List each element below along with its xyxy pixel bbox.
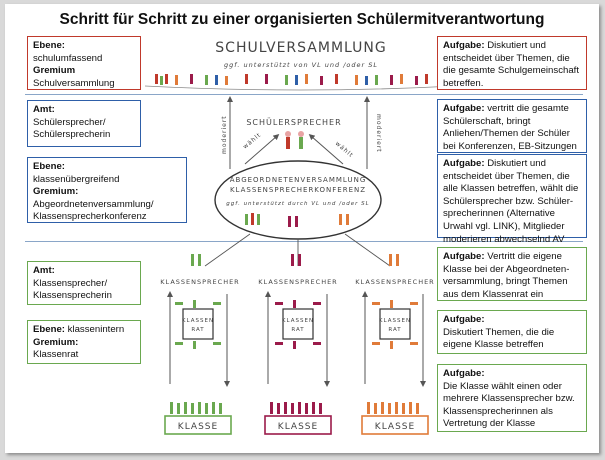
page-title: Schritt für Schritt zu einer organisiert… bbox=[59, 11, 545, 28]
task-box-schulversammlung: Aufgabe: Diskutiert und entscheidet über… bbox=[437, 36, 587, 90]
klassenrat-label: RAT bbox=[291, 327, 304, 333]
diagram-canvas: Schritt für Schritt zu einer organisiert… bbox=[5, 4, 599, 453]
task-box-klassensprecher: Aufgabe: Vertritt die eigene Klasse bei … bbox=[437, 247, 587, 301]
abgeordnete-note: ggf. unterstützt durch VL und /oder SL bbox=[226, 201, 370, 207]
arrow-waehlt bbox=[308, 134, 344, 165]
task-box-schuelersprecher: Aufgabe: vertritt die gesamte Schülersch… bbox=[437, 99, 587, 164]
level-separator bbox=[25, 94, 583, 95]
class-column-magenta: KLASSENSPRECHER KLASSEN RAT KLASSE bbox=[258, 254, 337, 435]
abgeordnete-figures bbox=[245, 213, 349, 227]
schuelersprecher-figures bbox=[285, 131, 304, 149]
level-separator bbox=[25, 241, 583, 242]
klassenrat-label: KLASSEN bbox=[379, 318, 411, 324]
level-box-schulumfassend: Ebene: schulumfassend Gremium Schulversa… bbox=[27, 36, 141, 90]
arrow-waehlt bbox=[244, 134, 280, 165]
task-box-abgeordnetenversammlung: Aufgabe: Diskutiert und entscheidet über… bbox=[437, 154, 587, 257]
klassenrat-label: RAT bbox=[388, 327, 401, 333]
task-box-klasse: Aufgabe:Die Klasse wählt einen oder mehr… bbox=[437, 364, 587, 432]
klasse-label: KLASSE bbox=[178, 422, 218, 432]
klasse-label: KLASSE bbox=[278, 422, 318, 432]
level-box-klassenuebergreifend: Ebene: klassenübergreifend Gremium: Abge… bbox=[27, 157, 187, 223]
waehlt-label: wählt bbox=[242, 131, 263, 150]
klassenrat-label: KLASSEN bbox=[282, 318, 314, 324]
waehlt-label: wählt bbox=[334, 140, 355, 159]
klassensprecher-label: KLASSENSPRECHER bbox=[258, 278, 337, 286]
klasse-label: KLASSE bbox=[375, 422, 415, 432]
abgeordnete-label-2: KLASSENSPRECHERKONFERENZ bbox=[230, 186, 366, 194]
schulversammlung-label: SCHULVERSAMMLUNG bbox=[215, 40, 386, 56]
schulversammlung-note: ggf. unterstützt von VL und /oder SL bbox=[224, 61, 378, 69]
class-column-green: KLASSENSPRECHER KLASSEN RAT KLASSE bbox=[160, 254, 239, 435]
klassenrat-label: KLASSEN bbox=[182, 318, 214, 324]
moderiert-label: moderiert bbox=[375, 114, 382, 153]
level-box-klassenintern: Ebene: klassenintern Gremium: Klassenrat bbox=[27, 320, 141, 364]
school-crowd-figures bbox=[144, 74, 456, 91]
moderiert-label: moderiert bbox=[221, 115, 228, 154]
hand-drawn-illustration: SCHULVERSAMMLUNG ggf. unterstützt von VL… bbox=[144, 40, 456, 435]
abgeordnetenversammlung-ellipse bbox=[214, 160, 382, 240]
schuelersprecher-label: SCHÜLERSPRECHER bbox=[246, 117, 341, 127]
klassenrat-label: RAT bbox=[191, 327, 204, 333]
abgeordnete-label-1: ABGEORDNETENVERSAMMLUNG bbox=[230, 176, 367, 184]
task-box-klassenrat: Aufgabe:Diskutiert Themen, die die eigen… bbox=[437, 310, 587, 354]
klassensprecher-label: KLASSENSPRECHER bbox=[355, 278, 434, 286]
class-column-orange: KLASSENSPRECHER KLASSEN RAT KLASSE bbox=[355, 254, 434, 435]
role-box-klassensprecher: Amt: Klassensprecher/ Klassensprecherin bbox=[27, 261, 141, 305]
klassensprecher-label: KLASSENSPRECHER bbox=[160, 278, 239, 286]
role-box-schuelersprecher: Amt: Schülersprecher/ Schülersprecherin bbox=[27, 100, 141, 147]
